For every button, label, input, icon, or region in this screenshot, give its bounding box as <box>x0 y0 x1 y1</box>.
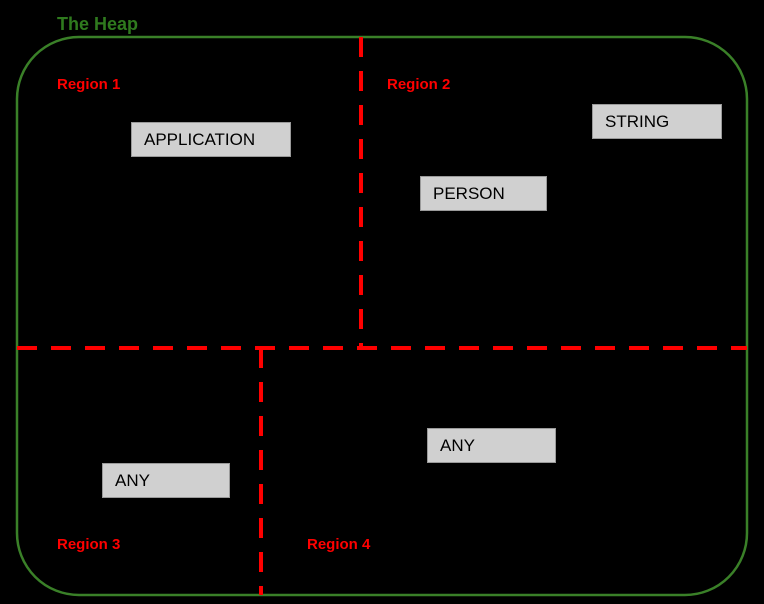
object-box-application[interactable]: APPLICATION <box>131 122 291 157</box>
object-label-any-region3: ANY <box>115 471 150 490</box>
object-box-person[interactable]: PERSON <box>420 176 547 211</box>
region-label-2: Region 2 <box>387 76 451 93</box>
object-box-any-region3[interactable]: ANY <box>102 463 230 498</box>
region-label-1: Region 1 <box>57 76 121 93</box>
region-label-4: Region 4 <box>307 536 371 553</box>
object-label-person: PERSON <box>433 184 505 203</box>
heap-boundary-rect <box>15 35 749 597</box>
object-label-string: STRING <box>605 112 670 131</box>
object-label-application: APPLICATION <box>144 130 256 149</box>
heap-title: The Heap <box>57 14 139 34</box>
object-label-any-region4: ANY <box>440 436 475 455</box>
region-label-3: Region 3 <box>57 536 121 553</box>
object-box-string[interactable]: STRING <box>592 104 722 139</box>
object-box-any-region4[interactable]: ANY <box>427 428 556 463</box>
